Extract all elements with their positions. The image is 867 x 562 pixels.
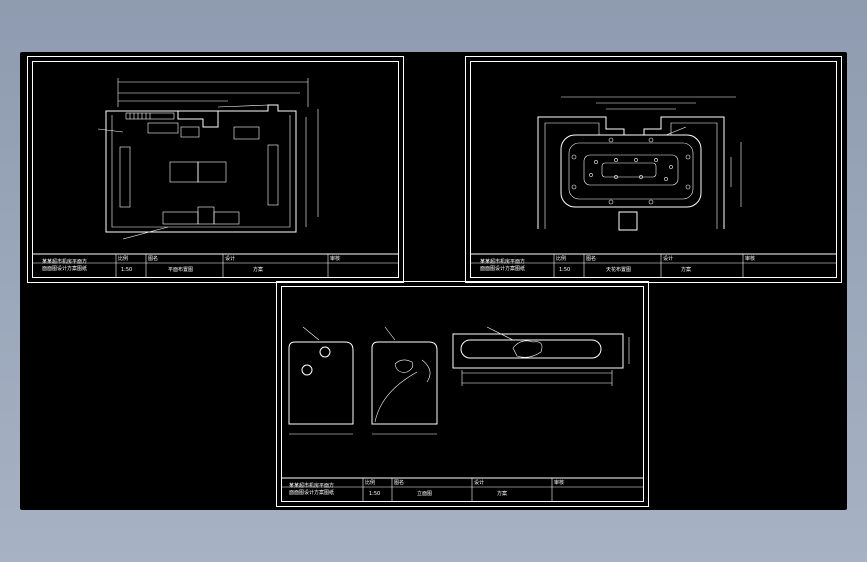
sheet-floor-plan: 某某超市机房平面方 面面图设计方案图纸 比例 1:50 图名 平面布置图 设计 … [27,56,404,283]
sheet-ceiling-plan: 某某超市机房平面方 面面图设计方案图纸 比例 1:50 图名 天花布置图 设计 … [465,56,842,283]
sheet-border [470,61,837,278]
sheet-border [281,286,644,502]
sheet-border [32,61,399,278]
floor-plan-drawing [32,78,399,278]
ceiling-plan-drawing [470,96,837,278]
sheet-elevation: 某某超市机房平面方 面面图设计方案图纸 比例 1:50 图名 立面图 设计 方案… [276,281,649,507]
elevation-drawing [281,326,644,502]
cad-canvas[interactable]: 某某超市机房平面方 面面图设计方案图纸 比例 1:50 图名 平面布置图 设计 … [20,52,847,510]
